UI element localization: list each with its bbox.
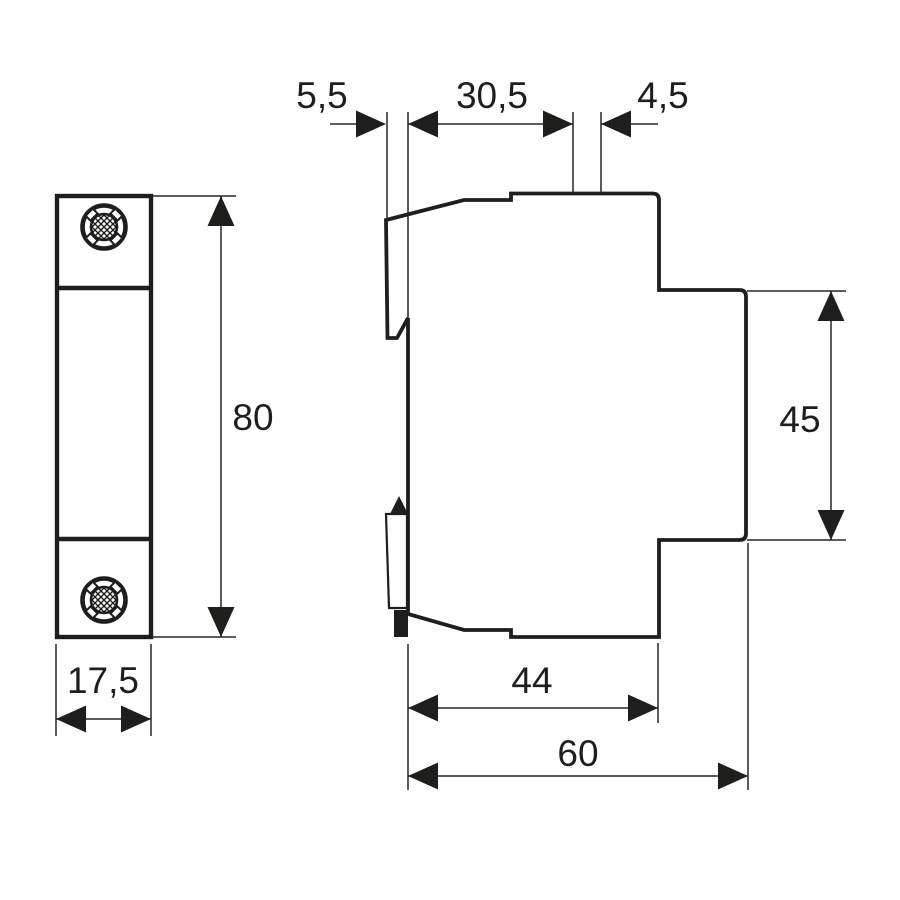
din-clip-body: [384, 512, 409, 610]
pozidriv-screw-icon: [83, 579, 126, 622]
arrowhead-down: [207, 607, 235, 637]
arrowhead-left: [408, 110, 438, 138]
dim-front-width-group: 17,5: [55, 644, 152, 736]
arrowhead-left: [408, 694, 438, 722]
dim-top-right-offset-label: 4,5: [637, 75, 688, 116]
dim-body-depth-group: 44: [407, 643, 659, 790]
arrowhead-down: [817, 510, 845, 540]
arrowhead-up: [207, 196, 235, 226]
dim-top-depth-label: 30,5: [456, 75, 528, 116]
arrowhead-left: [601, 110, 631, 138]
dim-side-height-label: 45: [779, 399, 820, 440]
dim-side-height-group: 45: [747, 290, 846, 541]
arrowhead-right: [356, 110, 386, 138]
dim-total-depth-label: 60: [557, 733, 598, 774]
dim-body-depth-label: 44: [511, 660, 552, 701]
arrowhead-right: [121, 705, 151, 733]
arrowhead-left: [56, 705, 86, 733]
dim-front-height-label: 80: [232, 397, 273, 438]
arrowhead-right: [718, 762, 748, 790]
dim-front-width-label: 17,5: [67, 660, 139, 701]
din-clip-hook: [390, 496, 408, 514]
front-view: [54, 193, 154, 640]
arrowhead-up: [817, 291, 845, 321]
arrowhead-right: [628, 694, 658, 722]
arrowhead-left: [408, 762, 438, 790]
side-view: [384, 191, 748, 639]
dim-top-rail-offset-label: 5,5: [296, 75, 347, 116]
pozidriv-screw-icon: [83, 206, 126, 249]
din-clip-tab: [394, 610, 408, 637]
side-view-profile: [384, 191, 748, 639]
dim-top-group: 5,5 30,5 4,5: [296, 75, 689, 326]
arrowhead-right: [543, 110, 573, 138]
dim-front-height-group: 80: [153, 195, 274, 638]
dim-total-depth-group: 60: [408, 543, 749, 790]
front-view-outline: [54, 193, 154, 640]
